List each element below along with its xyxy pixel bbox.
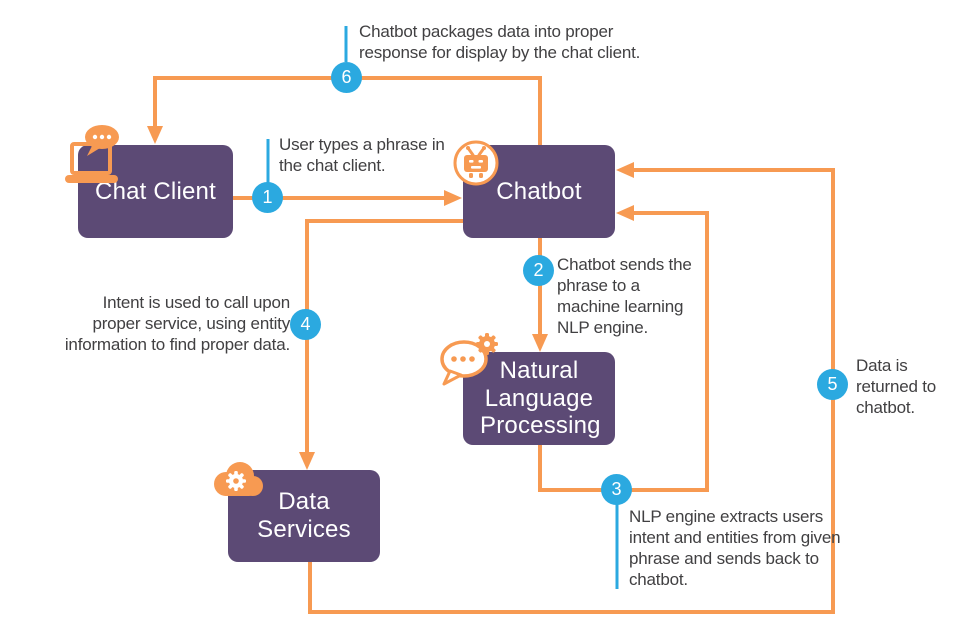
step-badge-5: 5 <box>817 369 848 400</box>
arrow-nlp-to-chatbot <box>538 205 709 492</box>
step-badge-6: 6 <box>331 62 362 93</box>
step-badge-2: 2 <box>523 255 554 286</box>
annotation-step-5: Data is returned to chatbot. <box>856 356 937 417</box>
step-badge-3: 3 <box>601 474 632 505</box>
gear-glyph <box>476 333 498 355</box>
robot-icon <box>453 140 499 186</box>
node-chatbot: Chatbot <box>463 145 615 238</box>
step-number: 1 <box>262 187 273 207</box>
arrow-chatbot-to-dataservices <box>299 219 463 470</box>
cloud-gear-icon <box>214 462 263 496</box>
annotation-step-4: Intent is used to call upon proper servi… <box>64 293 290 354</box>
annotation-step-1: User types a phrase in the chat client. <box>279 135 445 175</box>
step-number: 3 <box>611 479 622 499</box>
node-chatbot-label: Chatbot <box>496 177 582 205</box>
speech-bubble-gear-icon <box>440 333 498 386</box>
gear-glyph <box>226 471 246 491</box>
laptop-chat-icon <box>65 125 119 183</box>
annotation-step-2: Chatbot sends the phrase to a machine le… <box>557 255 692 337</box>
node-data-services-label: Data Services <box>257 488 351 543</box>
node-nlp: Natural Language Processing <box>463 352 615 445</box>
step-badge-1: 1 <box>252 182 283 213</box>
step-number: 5 <box>827 374 838 394</box>
annotation-step-3: NLP engine extracts users intent and ent… <box>629 507 841 589</box>
step-number: 4 <box>300 314 311 334</box>
annotation-step-6: Chatbot packages data into proper respon… <box>359 22 641 62</box>
arrow-dataservices-to-chatbot <box>308 162 835 614</box>
node-nlp-label: Natural Language Processing <box>480 356 601 440</box>
step-number: 2 <box>533 260 544 280</box>
step-badge-4: 4 <box>290 309 321 340</box>
step-number: 6 <box>341 67 352 87</box>
node-chat-client: Chat Client <box>78 145 233 238</box>
